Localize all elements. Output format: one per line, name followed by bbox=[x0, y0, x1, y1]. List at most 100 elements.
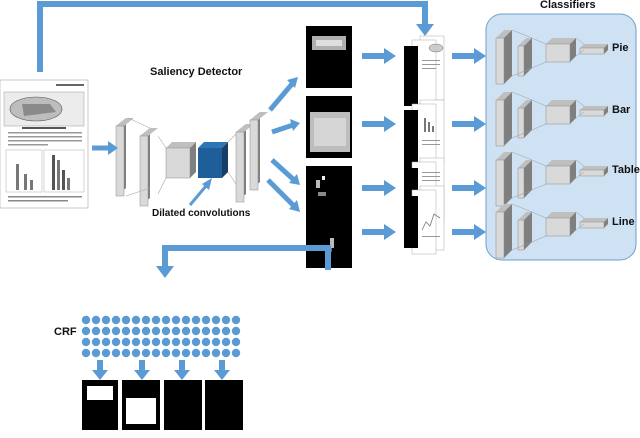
crop-stack-4 bbox=[404, 185, 445, 255]
crf-node bbox=[211, 348, 221, 358]
classifier-line bbox=[495, 203, 608, 259]
crf-node bbox=[81, 315, 91, 325]
classifier-label-pie: Pie bbox=[612, 42, 629, 54]
crf-node bbox=[211, 326, 221, 336]
crf-node bbox=[231, 348, 241, 358]
crf-node bbox=[171, 348, 181, 358]
crf-outputs bbox=[82, 380, 243, 430]
crf-node bbox=[141, 348, 151, 358]
classifier-label-table: Table bbox=[612, 164, 640, 176]
crf-node bbox=[211, 337, 221, 347]
classifier-label-bar: Bar bbox=[612, 104, 631, 116]
crf-node bbox=[121, 348, 131, 358]
crf-node bbox=[111, 326, 121, 336]
crf-node bbox=[81, 337, 91, 347]
crf-node bbox=[151, 348, 161, 358]
saliency-detector-network bbox=[115, 111, 269, 207]
crf-node bbox=[151, 326, 161, 336]
arrow-to-crf bbox=[162, 245, 331, 270]
top-feedback-arrow bbox=[37, 1, 428, 72]
saliency-detector-label: Saliency Detector bbox=[150, 66, 243, 78]
crf-node bbox=[91, 326, 101, 336]
crf-node bbox=[181, 326, 191, 336]
crf-grid-3 bbox=[161, 315, 201, 358]
crf-node bbox=[101, 337, 111, 347]
crop-stack-1 bbox=[404, 35, 445, 106]
crf-grid-2 bbox=[121, 315, 161, 358]
crf-node bbox=[121, 315, 131, 325]
crf-node bbox=[101, 315, 111, 325]
crf-output-3 bbox=[164, 380, 202, 430]
arrow-label-to-dilated bbox=[188, 185, 208, 206]
crf-dot-grids bbox=[81, 315, 241, 358]
crf-node bbox=[231, 337, 241, 347]
classifiers-label: Classifiers bbox=[540, 0, 596, 11]
crf-node bbox=[151, 337, 161, 347]
crf-node bbox=[121, 326, 131, 336]
crf-node bbox=[131, 315, 141, 325]
dilated-convolutions-label: Dilated convolutions bbox=[152, 208, 251, 219]
crf-node bbox=[91, 337, 101, 347]
crf-node bbox=[231, 315, 241, 325]
crf-node bbox=[171, 337, 181, 347]
crf-node bbox=[121, 337, 131, 347]
crf-label: CRF bbox=[54, 326, 77, 338]
map-to-crop-arrows bbox=[362, 48, 396, 240]
crf-node bbox=[81, 348, 91, 358]
crf-node bbox=[191, 348, 201, 358]
crf-node bbox=[141, 326, 151, 336]
crf-grid-4 bbox=[201, 315, 241, 358]
crf-node bbox=[111, 348, 121, 358]
input-document bbox=[0, 79, 89, 209]
crf-output-4 bbox=[205, 380, 243, 430]
crf-node bbox=[201, 348, 211, 358]
crf-node bbox=[131, 348, 141, 358]
crf-node bbox=[161, 326, 171, 336]
encoder-block-3 bbox=[165, 142, 196, 179]
encoder-block-2 bbox=[139, 127, 159, 207]
saliency-maps bbox=[306, 26, 352, 268]
crf-node bbox=[141, 337, 151, 347]
classifier-bar bbox=[495, 91, 608, 147]
dilated-block bbox=[198, 142, 228, 178]
crf-node bbox=[191, 315, 201, 325]
classifier-pie bbox=[495, 29, 608, 85]
crf-node bbox=[201, 315, 211, 325]
crf-node bbox=[111, 337, 121, 347]
crf-output-2 bbox=[122, 380, 160, 430]
crf-node bbox=[231, 326, 241, 336]
crf-node bbox=[221, 348, 231, 358]
crf-node bbox=[221, 337, 231, 347]
decoder-block-2 bbox=[249, 111, 269, 191]
crf-node bbox=[101, 348, 111, 358]
crf-node bbox=[91, 315, 101, 325]
crf-node bbox=[161, 315, 171, 325]
crf-node bbox=[181, 315, 191, 325]
crf-node bbox=[111, 315, 121, 325]
crop-stack-2 bbox=[404, 99, 445, 170]
crf-node bbox=[221, 326, 231, 336]
crf-node bbox=[191, 326, 201, 336]
crf-output-1 bbox=[82, 380, 118, 430]
crf-node bbox=[161, 348, 171, 358]
crf-node bbox=[141, 315, 151, 325]
crf-node bbox=[201, 337, 211, 347]
crf-node bbox=[91, 348, 101, 358]
crf-output-arrows bbox=[92, 360, 230, 380]
classifier-label-line: Line bbox=[612, 216, 635, 228]
crf-node bbox=[221, 315, 231, 325]
crf-node bbox=[131, 337, 141, 347]
crf-node bbox=[211, 315, 221, 325]
crf-node bbox=[171, 326, 181, 336]
crf-node bbox=[101, 326, 111, 336]
fan-out-arrows bbox=[266, 77, 300, 212]
crf-node bbox=[171, 315, 181, 325]
crop-stacks bbox=[404, 35, 445, 255]
crop-to-classifier-arrows bbox=[452, 48, 486, 240]
saliency-map-1 bbox=[306, 26, 352, 88]
encoder-block-1 bbox=[115, 117, 135, 197]
crf-node bbox=[201, 326, 211, 336]
saliency-map-2 bbox=[306, 96, 352, 158]
